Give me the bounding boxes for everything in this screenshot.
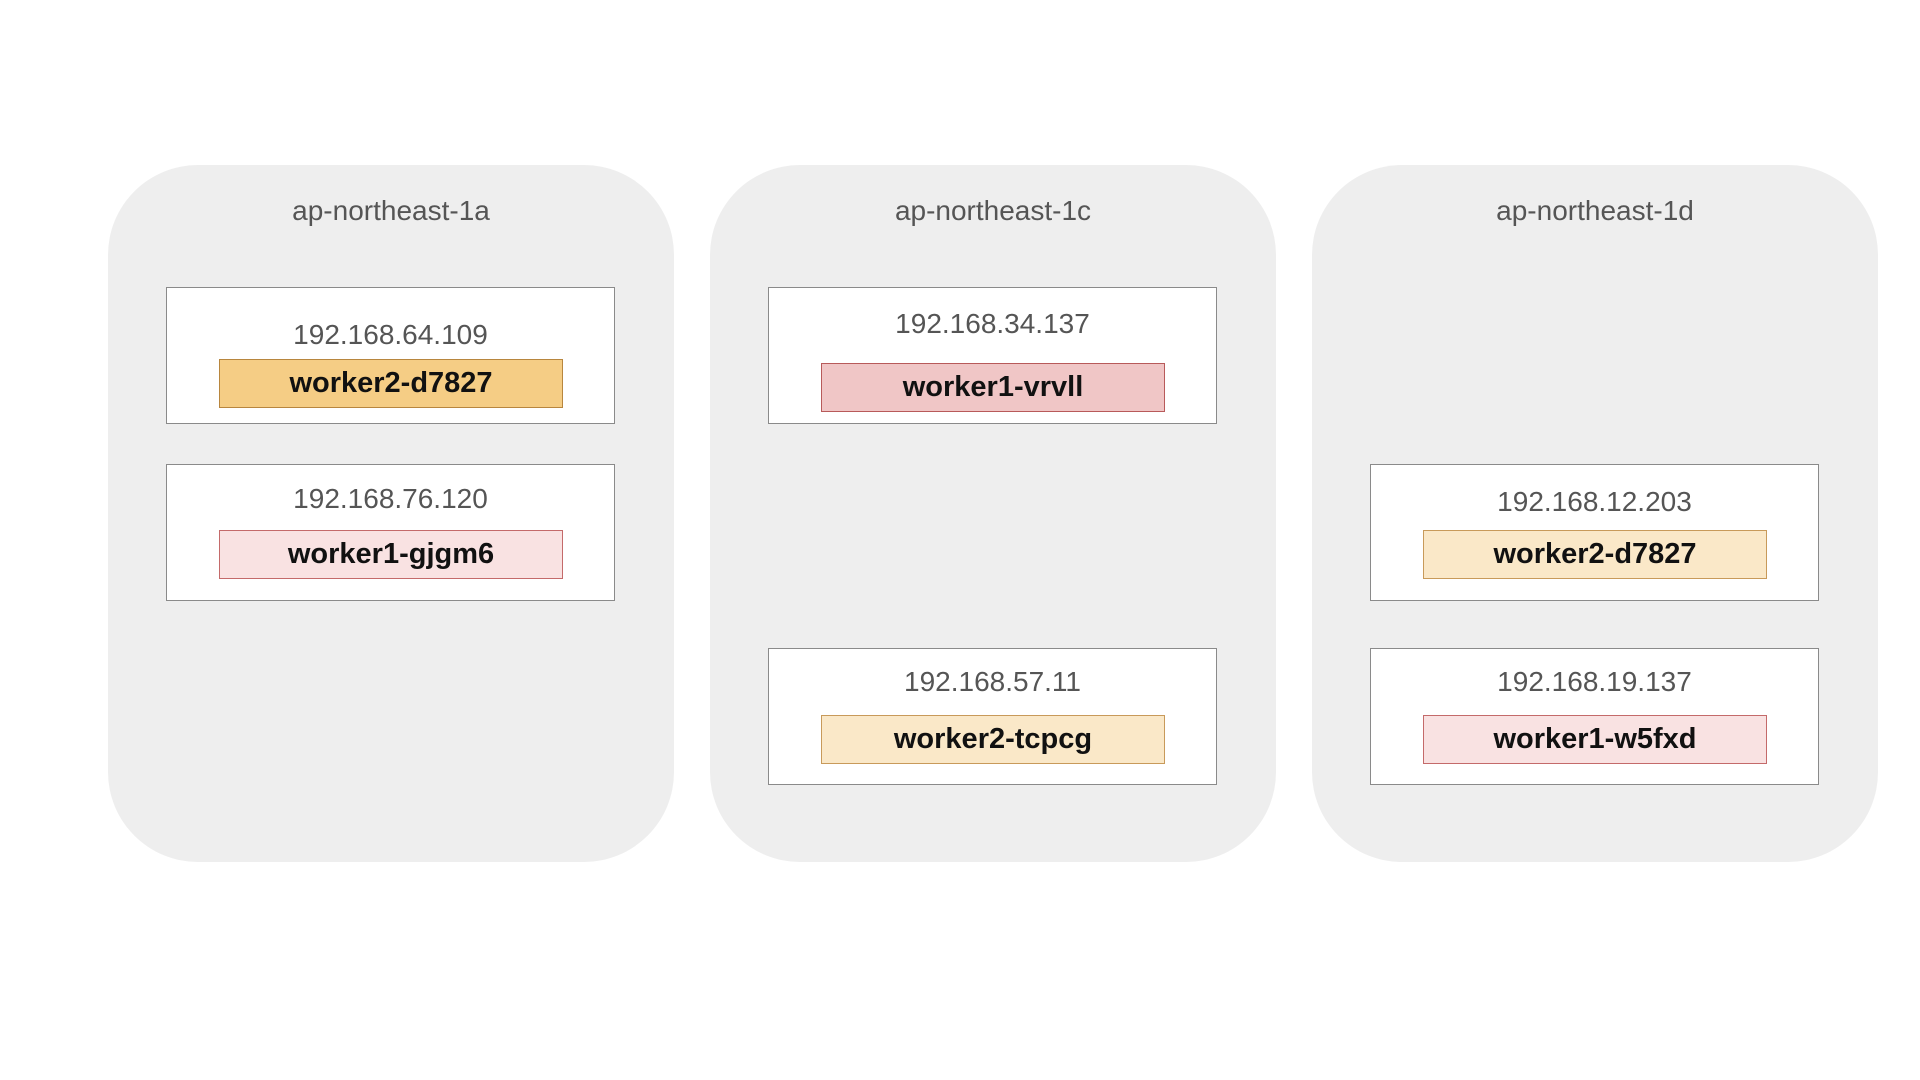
node-ip: 192.168.64.109: [293, 319, 488, 350]
pod-label: worker2-d7827: [219, 359, 563, 408]
pod-label: worker1-vrvll: [821, 363, 1165, 412]
pod-label: worker2-tcpcg: [821, 715, 1165, 764]
zone-ap-northeast-1c: ap-northeast-1c 192.168.34.137 worker1-v…: [710, 165, 1276, 862]
node-box: 192.168.76.120 worker1-gjgm6: [166, 464, 615, 601]
zone-ap-northeast-1d: ap-northeast-1d 192.168.12.203 worker2-d…: [1312, 165, 1878, 862]
node-ip: 192.168.57.11: [904, 666, 1081, 697]
node-box: 192.168.12.203 worker2-d7827: [1370, 464, 1819, 601]
node-box: 192.168.34.137 worker1-vrvll: [768, 287, 1217, 424]
node-ip: 192.168.12.203: [1497, 486, 1692, 517]
zone-title: ap-northeast-1c: [894, 195, 1092, 226]
zone-ap-northeast-1a: ap-northeast-1a 192.168.64.109 worker2-d…: [108, 165, 674, 862]
node-box: 192.168.64.109 worker2-d7827: [166, 287, 615, 424]
pod-label: worker2-d7827: [1423, 530, 1767, 579]
node-box: 192.168.19.137 worker1-w5fxd: [1370, 648, 1819, 785]
node-ip: 192.168.76.120: [293, 483, 488, 514]
node-ip: 192.168.34.137: [895, 308, 1090, 339]
zone-title: ap-northeast-1d: [1496, 195, 1694, 226]
node-box: 192.168.57.11 worker2-tcpcg: [768, 648, 1217, 785]
node-ip: 192.168.19.137: [1497, 666, 1692, 697]
zone-title: ap-northeast-1a: [292, 195, 490, 226]
pod-label: worker1-w5fxd: [1423, 715, 1767, 764]
pod-label: worker1-gjgm6: [219, 530, 563, 579]
